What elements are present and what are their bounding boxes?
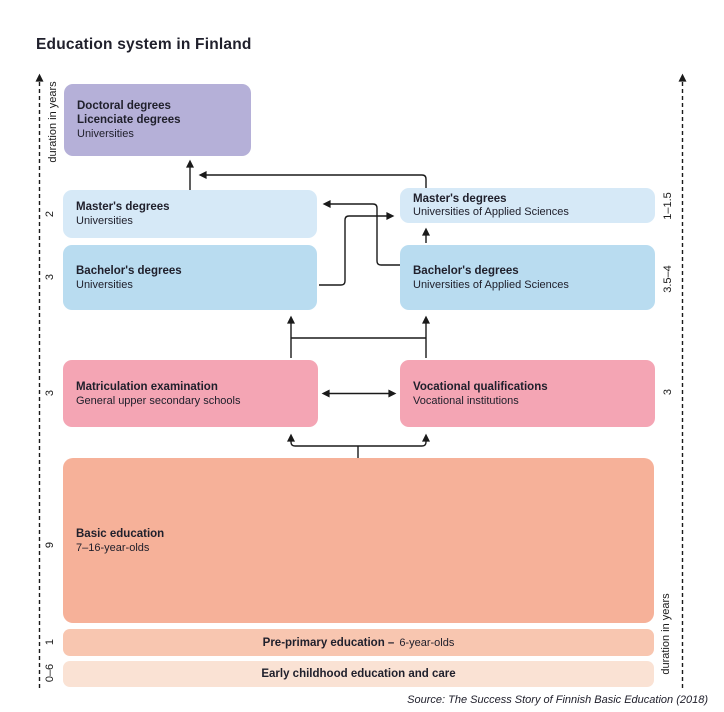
- box-doctoral-degrees: Doctoral degrees Licenciate degrees Univ…: [64, 84, 251, 156]
- left-axis-label: duration in years: [47, 81, 59, 163]
- left-tick-matriculation: 3: [44, 389, 56, 397]
- box-bachelors-universities: Bachelor's degrees Universities: [63, 245, 317, 310]
- box-title: Matriculation examination: [76, 380, 218, 393]
- arrow-basic-to-matriculation: [287, 433, 358, 447]
- page-title: Education system in Finland: [36, 36, 252, 53]
- left-tick-early-childhood: 0–6: [44, 663, 56, 683]
- box-subtitle: 7–16-year-olds: [76, 541, 150, 554]
- box-title: Basic education: [76, 527, 165, 540]
- box-subtitle: Vocational institutions: [413, 394, 519, 407]
- box-suffix: 6-year-olds: [399, 636, 455, 649]
- box-title: Bachelor's degrees: [413, 264, 519, 277]
- box-title-line2: Licenciate degrees: [77, 114, 181, 126]
- right-tick-masters-uas: 1–1.5: [662, 192, 674, 220]
- box-title: Master's degrees: [76, 201, 170, 213]
- box-preprimary-education: Pre-primary education – 6-year-olds: [63, 629, 654, 656]
- box-basic-education: Basic education 7–16-year-olds: [63, 458, 654, 623]
- right-tick-vocational: 3: [662, 388, 674, 396]
- box-early-childhood-education: Early childhood education and care: [63, 661, 654, 687]
- box-subtitle: Universities: [76, 278, 133, 291]
- box-title: Master's degrees: [413, 192, 507, 205]
- arrow-bachelors-uni-to-masters-uas: [319, 212, 395, 286]
- box-subtitle: Universities of Applied Sciences: [413, 278, 569, 291]
- left-tick-basic: 9: [44, 541, 56, 549]
- box-subtitle: General upper secondary schools: [76, 394, 241, 407]
- arrow-basic-to-vocational: [358, 433, 430, 447]
- arrow-bachelors-uas-to-masters-uni: [322, 200, 400, 266]
- left-tick-bachelors: 3: [44, 273, 56, 281]
- right-axis-label: duration in years: [660, 593, 672, 675]
- source-citation: Source: The Success Story of Finnish Bas…: [407, 694, 708, 706]
- box-subtitle: Universities of Applied Sciences: [413, 205, 569, 218]
- box-title: Doctoral degrees: [77, 100, 171, 112]
- box-title: Early childhood education and care: [261, 668, 456, 680]
- box-subtitle: Universities: [76, 215, 133, 227]
- box-title: Bachelor's degrees: [76, 264, 182, 277]
- box-masters-applied-sciences: Master's degrees Universities of Applied…: [400, 188, 655, 223]
- box-subtitle: Universities: [77, 128, 134, 140]
- left-tick-preprimary: 1: [44, 638, 56, 646]
- box-bachelors-applied-sciences: Bachelor's degrees Universities of Appli…: [400, 245, 655, 310]
- box-matriculation-examination: Matriculation examination General upper …: [63, 360, 318, 427]
- box-vocational-qualifications: Vocational qualifications Vocational ins…: [400, 360, 655, 427]
- arrow-masters-uas-to-doctoral: [198, 171, 427, 188]
- box-title: Pre-primary education –: [262, 636, 395, 649]
- right-tick-bachelors-uas: 3.5–4: [662, 265, 674, 293]
- box-title: Vocational qualifications: [413, 380, 548, 393]
- left-tick-masters: 2: [44, 210, 56, 218]
- box-masters-universities: Master's degrees Universities: [63, 190, 317, 238]
